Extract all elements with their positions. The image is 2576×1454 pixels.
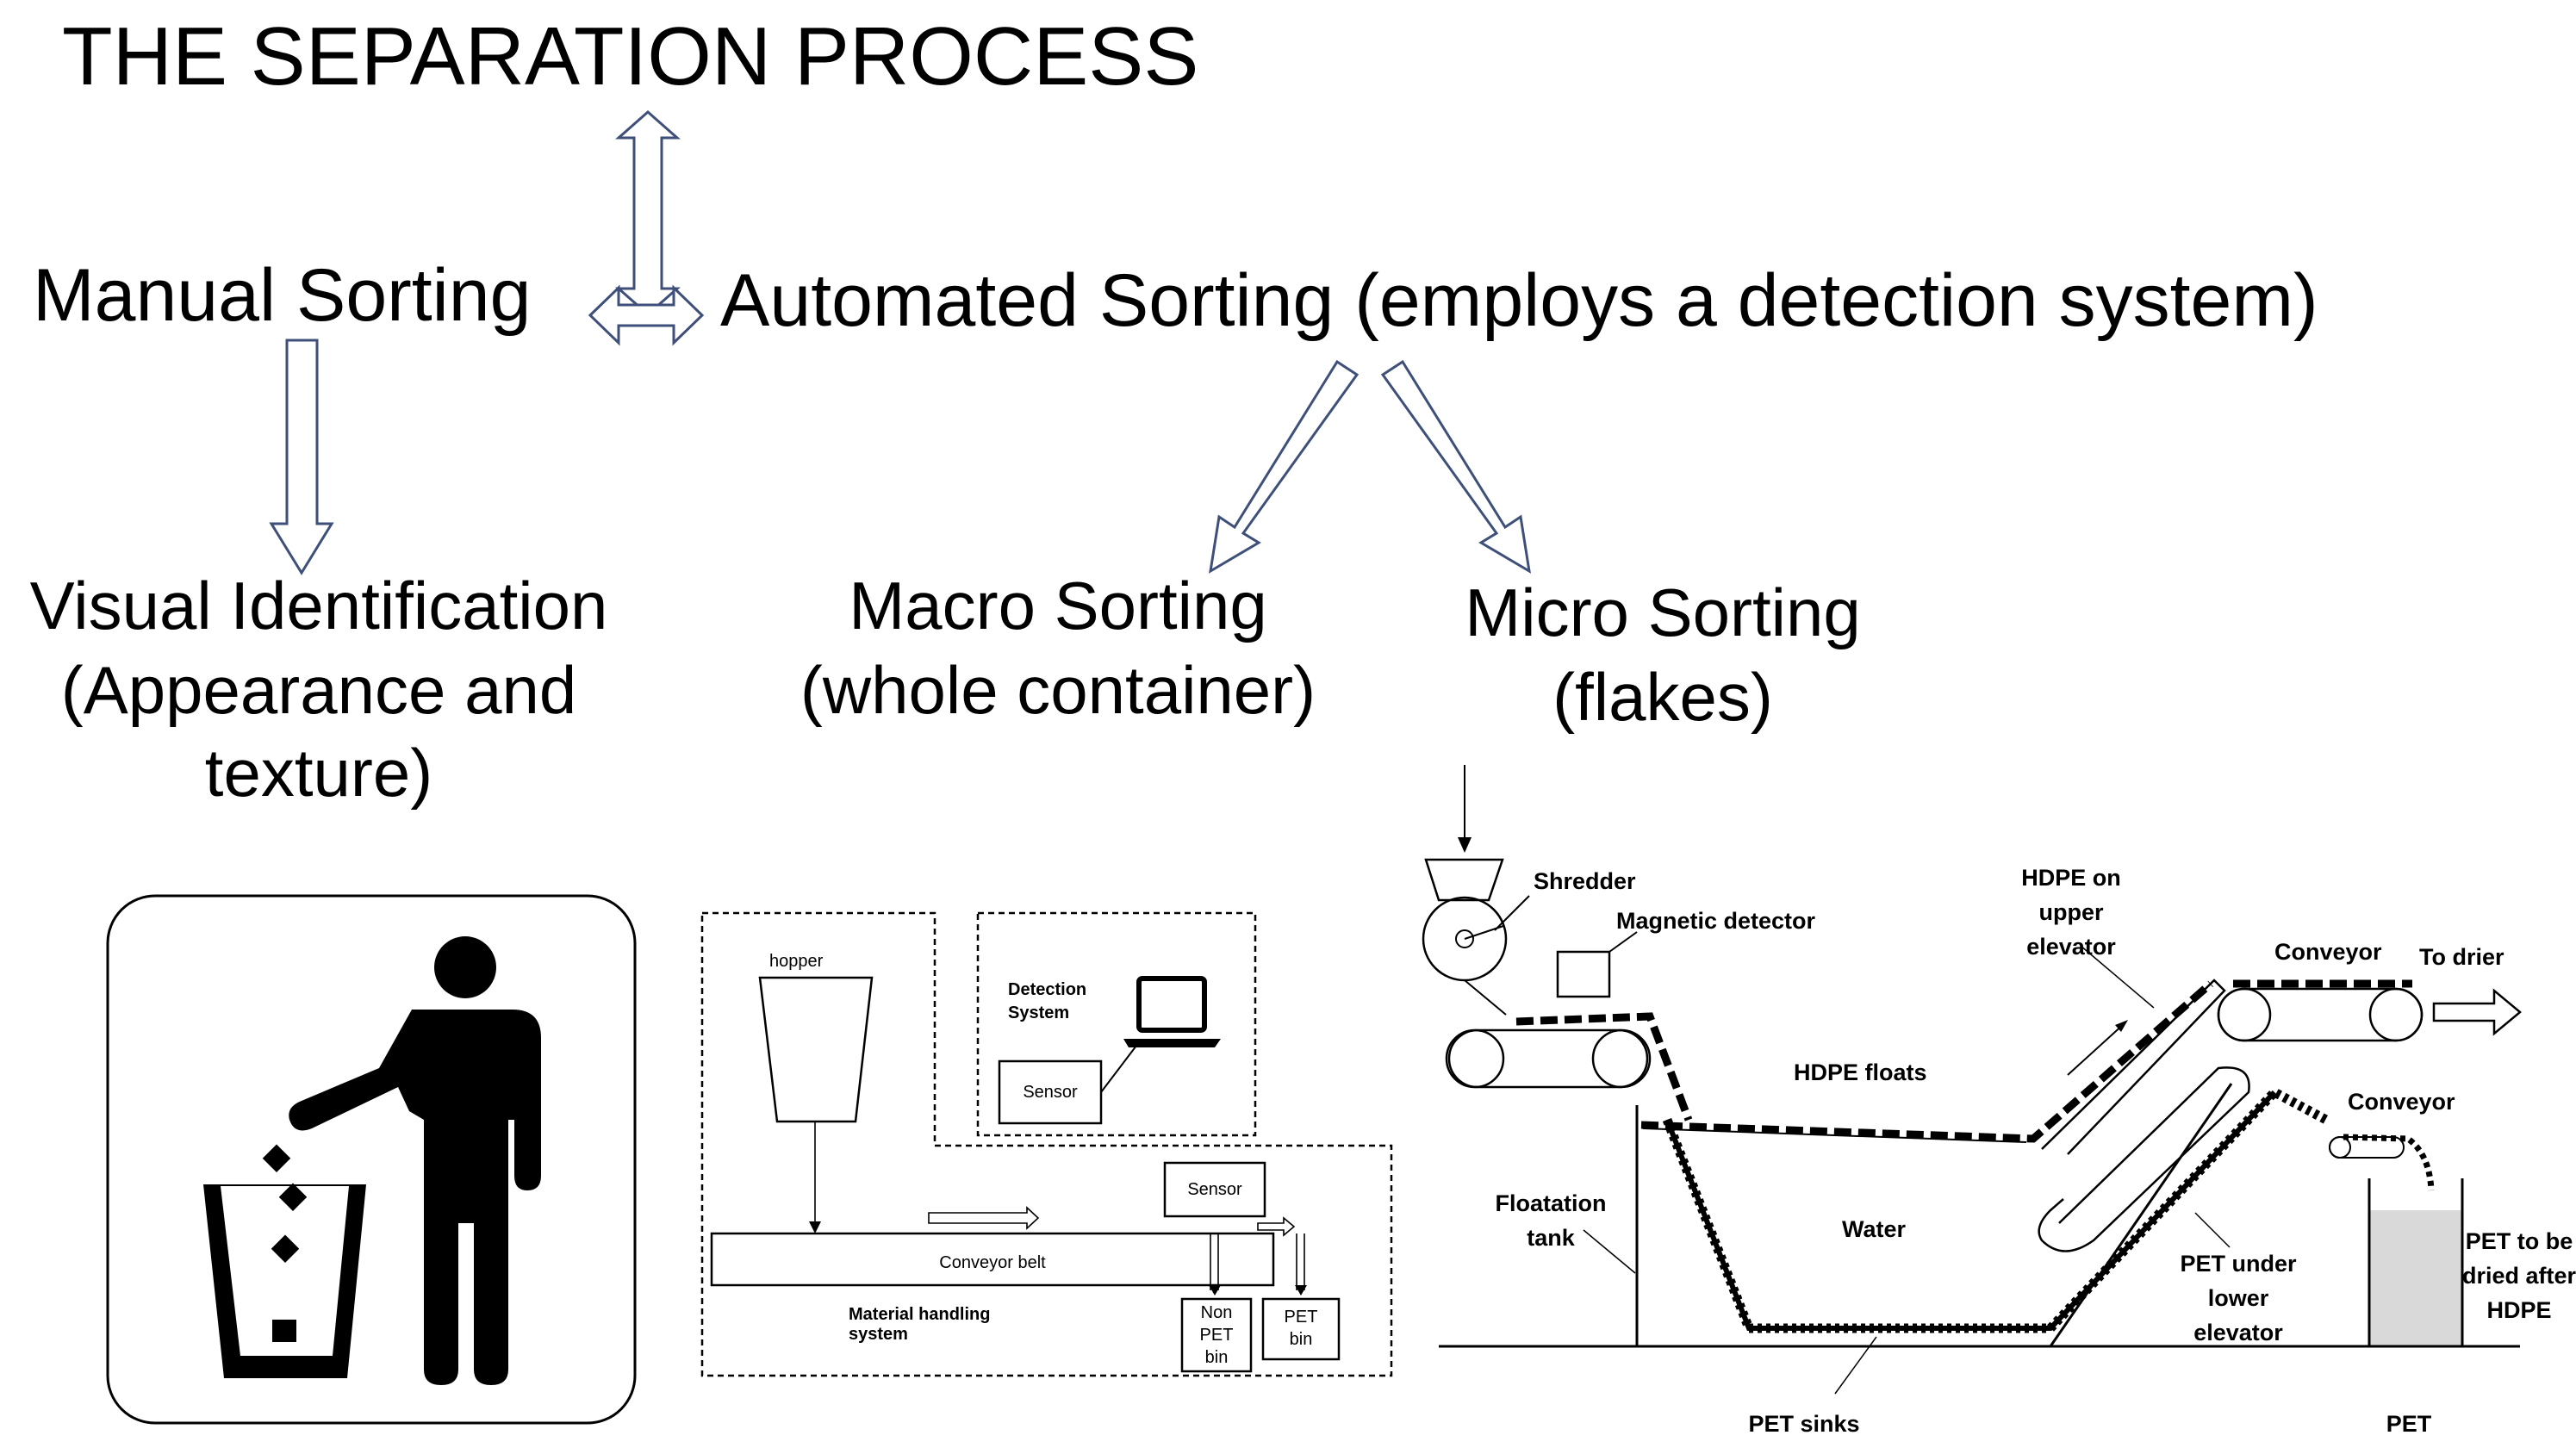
manual-sorting-label: Manual Sorting (33, 254, 531, 337)
svg-text:Sensor: Sensor (1187, 1180, 1242, 1199)
material-handling-boundary (700, 911, 1393, 1377)
svg-text:Macro Sorting: Macro Sorting (849, 568, 1267, 643)
svg-text:(Appearance and: (Appearance and (61, 652, 576, 728)
sensor-right-box (1163, 1161, 1266, 1218)
automated-sorting-label: Automated Sorting (employs a detection s… (720, 259, 2318, 342)
hopper (758, 976, 874, 1123)
pet-bin (1261, 1297, 1341, 1361)
svg-text:Non: Non (1201, 1303, 1233, 1322)
svg-text:texture): texture) (205, 735, 432, 811)
micro-sorting-diagram: Shredder Magnetic detector (1422, 765, 2576, 1437)
lower-elevator (2038, 1066, 2250, 1252)
conveyor-belt (710, 1232, 1275, 1287)
svg-text:elevator: elevator (2026, 934, 2116, 960)
svg-text:PET: PET (1285, 1308, 1318, 1327)
svg-text:HDPE floats: HDPE floats (1794, 1059, 1927, 1085)
micro-sorting-label: Micro Sorting (flakes) (1465, 575, 1860, 735)
svg-text:bin: bin (1205, 1348, 1229, 1367)
down-arrow-macro (1209, 359, 1360, 574)
svg-text:Micro Sorting: Micro Sorting (1465, 575, 1860, 650)
svg-text:PET under: PET under (2180, 1251, 2297, 1277)
conveyor-upper (2217, 987, 2424, 1042)
svg-text:HDPE on: HDPE on (2021, 865, 2121, 891)
svg-text:bin: bin (1290, 1330, 1313, 1349)
down-arrow-manual (269, 339, 334, 575)
svg-text:Shredder: Shredder (1534, 868, 1636, 894)
macro-sorting-label: Macro Sorting (whole container) (800, 568, 1316, 728)
down-arrow-micro (1380, 359, 1531, 574)
svg-text:upper: upper (2038, 899, 2103, 925)
svg-text:PET to be: PET to be (2466, 1228, 2573, 1254)
svg-text:(whole container): (whole container) (800, 652, 1316, 728)
horizontal-double-arrow (588, 284, 705, 346)
macro-sorting-diagram: hopper Detection System Sensor Sensor Co… (700, 911, 1393, 1377)
svg-text:PET sinks: PET sinks (1748, 1411, 1859, 1437)
svg-text:PET: PET (1200, 1326, 1234, 1345)
person-throwing-trash-icon (106, 894, 637, 1425)
svg-text:tank: tank (1527, 1225, 1576, 1251)
svg-text:elevator: elevator (2193, 1320, 2283, 1345)
svg-text:HDPE: HDPE (2486, 1297, 2551, 1323)
detection-system-boundary (976, 911, 1257, 1137)
visual-identification-label: Visual Identification (Appearance and te… (30, 568, 608, 811)
svg-text:lower: lower (2208, 1285, 2269, 1311)
magnetic-detector (1556, 950, 1611, 998)
svg-text:(flakes): (flakes) (1552, 659, 1773, 735)
non-pet-bin (1180, 1297, 1253, 1373)
svg-text:Material handling: Material handling (849, 1305, 990, 1324)
pet-container-fill (2369, 1210, 2462, 1346)
page-title: THE SEPARATION PROCESS (62, 10, 1198, 103)
laptop-icon (1123, 976, 1221, 1047)
to-drier-arrow (2432, 988, 2522, 1036)
shredder-hopper (1424, 858, 1504, 902)
vertical-double-arrow (615, 109, 681, 317)
svg-text:Floatation: Floatation (1496, 1190, 1607, 1216)
svg-text:Visual Identification: Visual Identification (30, 568, 608, 643)
svg-text:Detection: Detection (1008, 980, 1086, 999)
svg-text:system: system (849, 1325, 908, 1344)
svg-text:Water: Water (1842, 1216, 1907, 1242)
svg-text:Magnetic detector: Magnetic detector (1616, 908, 1816, 934)
svg-text:To drier: To drier (2419, 944, 2504, 970)
svg-text:PET: PET (2386, 1411, 2432, 1437)
svg-text:Conveyor: Conveyor (2348, 1089, 2455, 1115)
conveyor-left (1447, 1028, 1649, 1089)
hopper-label: hopper (769, 952, 824, 971)
svg-text:Conveyor: Conveyor (2274, 939, 2382, 965)
svg-text:System: System (1008, 1004, 1069, 1022)
svg-text:Conveyor belt: Conveyor belt (939, 1253, 1046, 1272)
svg-text:Sensor: Sensor (1023, 1083, 1078, 1102)
svg-text:dried after: dried after (2462, 1263, 2576, 1289)
